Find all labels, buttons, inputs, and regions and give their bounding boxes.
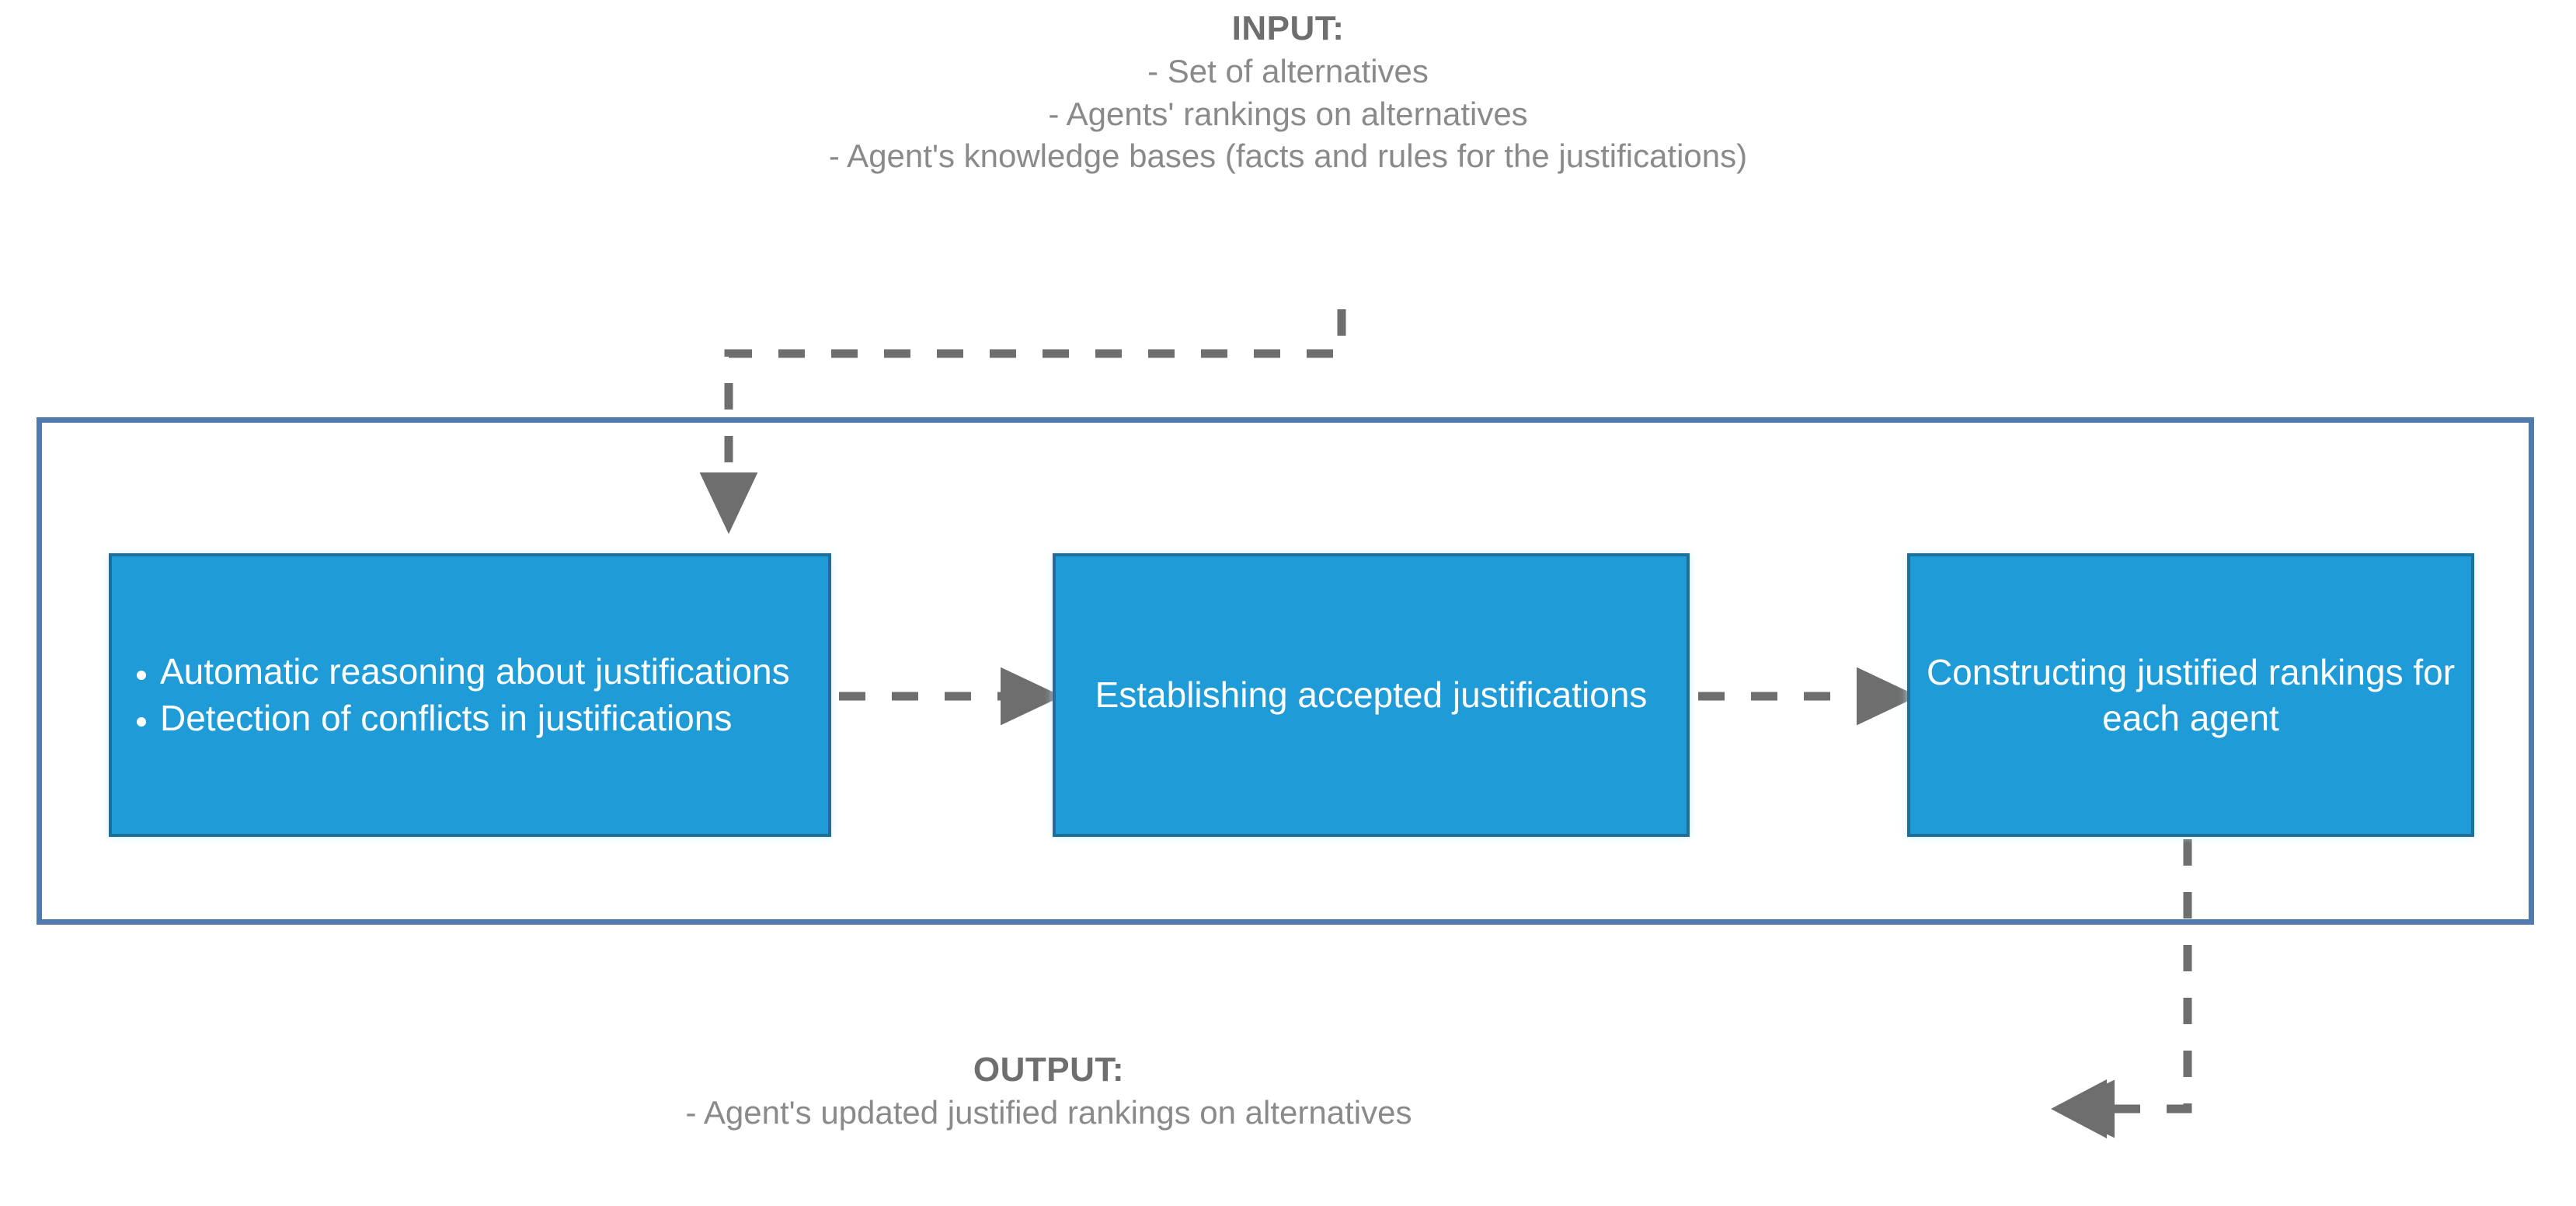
ranking-label: Constructing justified rankings for each… [1926,651,2456,738]
input-title: INPUT: [1231,9,1345,47]
output-section: OUTPUT: - Agent's updated justified rank… [0,1047,2097,1135]
process-container [37,417,2534,925]
process-box-reasoning[interactable]: Automatic reasoning about justifications… [109,553,831,837]
reasoning-bullet-1: Automatic reasoning about justifications [160,649,814,695]
accepted-label: Establishing accepted justifications [1095,674,1648,716]
input-line-1: - Set of alternatives [1147,53,1429,90]
reasoning-bullet-2: Detection of conflicts in justifications [160,695,814,742]
input-line-2: - Agents' rankings on alternatives [1048,95,1528,132]
input-line-3: - Agent's knowledge bases (facts and rul… [828,138,1748,175]
output-line-1: - Agent's updated justified rankings on … [685,1094,1412,1131]
process-box-accepted[interactable]: Establishing accepted justifications [1053,553,1690,837]
process-box-ranking[interactable]: Constructing justified rankings for each… [1907,553,2474,837]
output-title: OUTPUT: [973,1051,1125,1089]
reasoning-bullet-list: Automatic reasoning about justifications… [112,649,828,742]
input-section: INPUT: - Set of alternatives - Agents' r… [0,6,2576,178]
